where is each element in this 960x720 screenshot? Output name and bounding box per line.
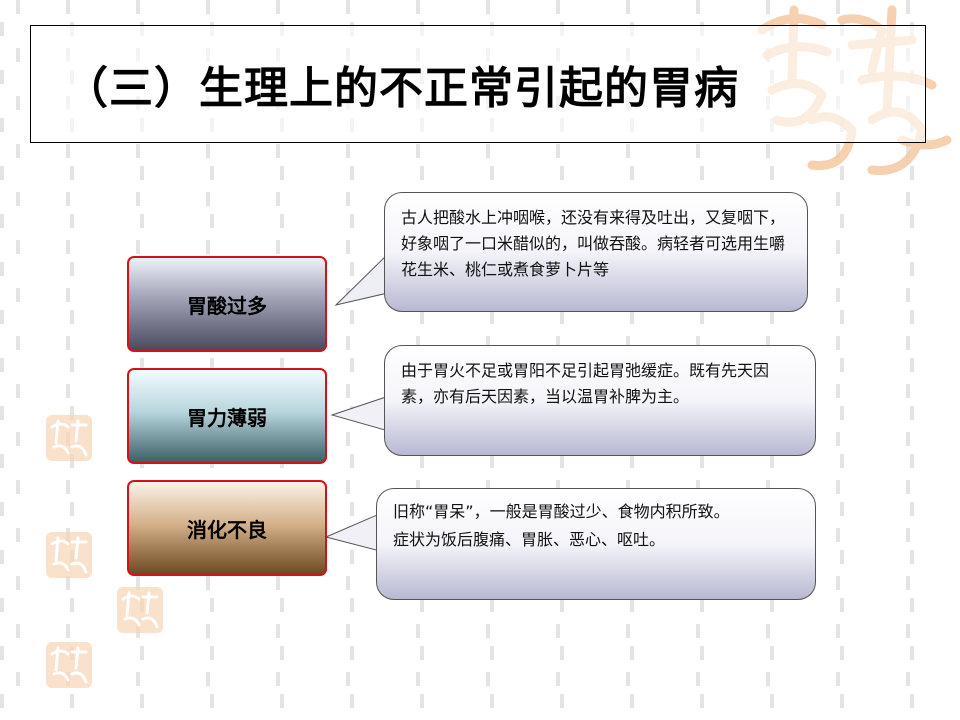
callout-text: 旧称“胃呆”，一般是胃酸过少、食物内积所致。 bbox=[393, 502, 730, 521]
callout-indigestion: 旧称“胃呆”，一般是胃酸过少、食物内积所致。 症状为饭后腹痛、胃胀、恶心、呕吐。 bbox=[376, 488, 816, 600]
label-indigestion: 消化不良 bbox=[127, 480, 327, 576]
callout-text: 由于胃火不足或胃阳不足引起胃弛缓症。既有先天因素，亦有后天因素，当以温胃补脾为主… bbox=[401, 361, 770, 406]
callout-text: 古人把酸水上冲咽喉，还没有来得及吐出，又复咽下，好象咽了一口米醋似的，叫做吞酸。… bbox=[401, 208, 786, 279]
label-gastric-hyperacidity: 胃酸过多 bbox=[127, 256, 327, 352]
callout-text-symptoms: 症状为饭后腹痛、胃胀、恶心、呕吐。 bbox=[393, 530, 666, 549]
seal-watermark-icon bbox=[46, 415, 92, 461]
label-weak-stomach: 胃力薄弱 bbox=[127, 368, 327, 464]
seal-watermark-icon bbox=[46, 532, 92, 578]
page-title: （三）生理上的不正常引起的胃病 bbox=[64, 63, 739, 114]
seal-watermark-icon bbox=[117, 587, 163, 633]
callout-hyperacidity: 古人把酸水上冲咽喉，还没有来得及吐出，又复咽下，好象咽了一口米醋似的，叫做吞酸。… bbox=[384, 192, 808, 312]
seal-watermark-icon bbox=[46, 642, 92, 688]
title-box bbox=[30, 25, 926, 143]
callout-weak-stomach: 由于胃火不足或胃阳不足引起胃弛缓症。既有先天因素，亦有后天因素，当以温胃补脾为主… bbox=[384, 345, 816, 456]
